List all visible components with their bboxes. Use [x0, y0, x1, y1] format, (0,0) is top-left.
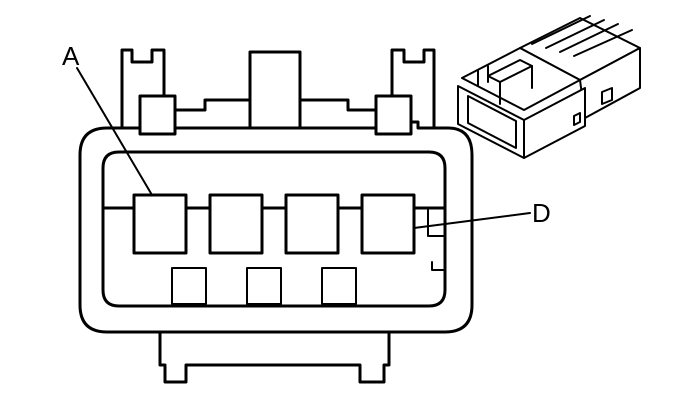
polarization-rib: [427, 209, 446, 271]
connector-outer-housing: [78, 120, 474, 334]
connector-base-skirt: [158, 330, 391, 384]
callout-d: D: [413, 198, 551, 229]
connector-face-view: [78, 48, 474, 384]
keying-slot-3: [321, 267, 357, 305]
terminal-cavity-c: [284, 193, 340, 255]
callout-d-leader: [413, 212, 531, 229]
left-guide-tower: [120, 48, 177, 136]
housing-top-step: [173, 98, 384, 124]
right-guide-tower: [374, 48, 436, 136]
callout-a-label: A: [62, 41, 80, 71]
terminal-cavity-b: [208, 193, 264, 255]
keying-slot-2: [246, 267, 282, 305]
connector-inner-cavity: [101, 150, 447, 308]
callout-a: A: [62, 41, 153, 196]
terminal-cavity-a: [132, 193, 188, 255]
callout-d-label: D: [532, 198, 551, 228]
connector-isometric-view: [457, 15, 641, 159]
callout-a-leader: [76, 67, 153, 196]
keying-slot-1: [171, 267, 207, 305]
center-latch: [248, 50, 302, 130]
terminal-cavity-d: [360, 193, 416, 255]
